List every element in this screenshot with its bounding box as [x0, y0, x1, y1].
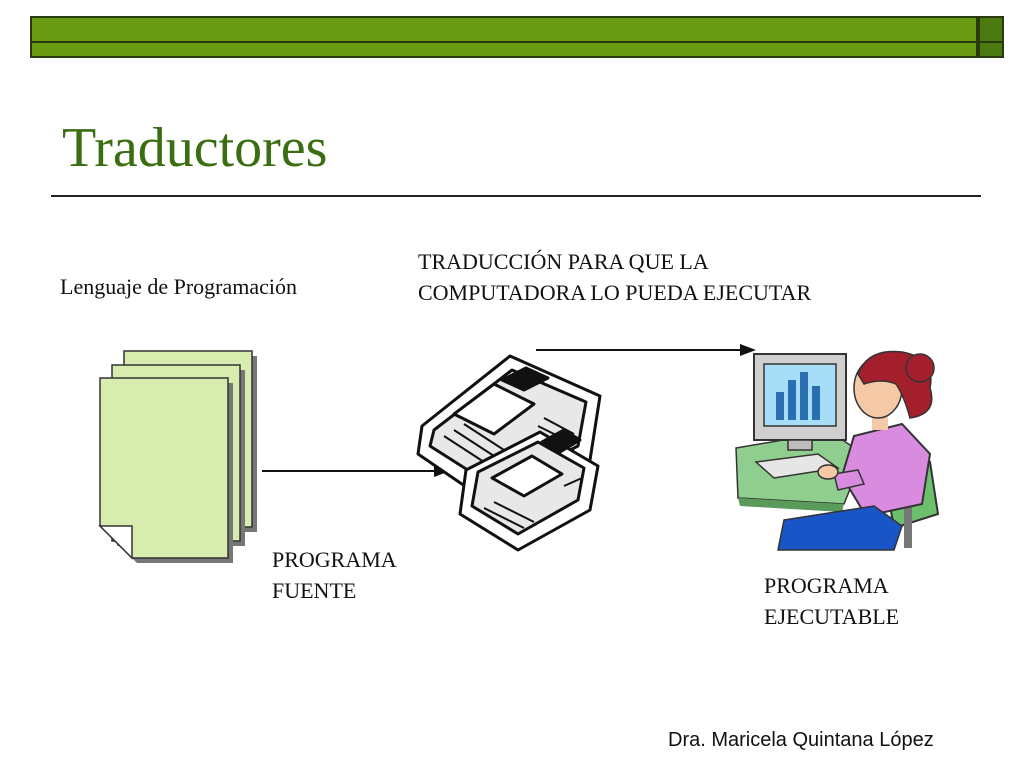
language-label: Lenguaje de Programación [60, 274, 298, 299]
executable-program-label: PROGRAMA EJECUTABLE [764, 570, 899, 632]
source-program-label-line-1: PROGRAMA [272, 547, 397, 572]
executable-program-label-line-1: PROGRAMA [764, 573, 889, 598]
translation-arrow [536, 344, 756, 356]
translation-label-line-2: COMPUTADORA LO PUEDA EJECUTAR [418, 280, 812, 305]
slide-title: Traductores [62, 117, 328, 179]
title-divider [51, 195, 981, 197]
top-decorative-bar [30, 16, 1004, 58]
source-program-label-line-2: FUENTE [272, 578, 357, 603]
source-program-label: PROGRAMA FUENTE [272, 544, 397, 606]
stacked-documents-icon [98, 350, 257, 563]
woman-at-computer-icon [735, 350, 940, 551]
slide-footer-author: Dra. Maricela Quintana López [668, 729, 934, 751]
floppy-disks-icon [416, 354, 602, 552]
translation-label: TRADUCCIÓN PARA QUE LA COMPUTADORA LO PU… [418, 246, 811, 308]
executable-program-label-line-2: EJECUTABLE [764, 604, 900, 629]
translation-label-line-1: TRADUCCIÓN PARA QUE LA [418, 249, 709, 274]
